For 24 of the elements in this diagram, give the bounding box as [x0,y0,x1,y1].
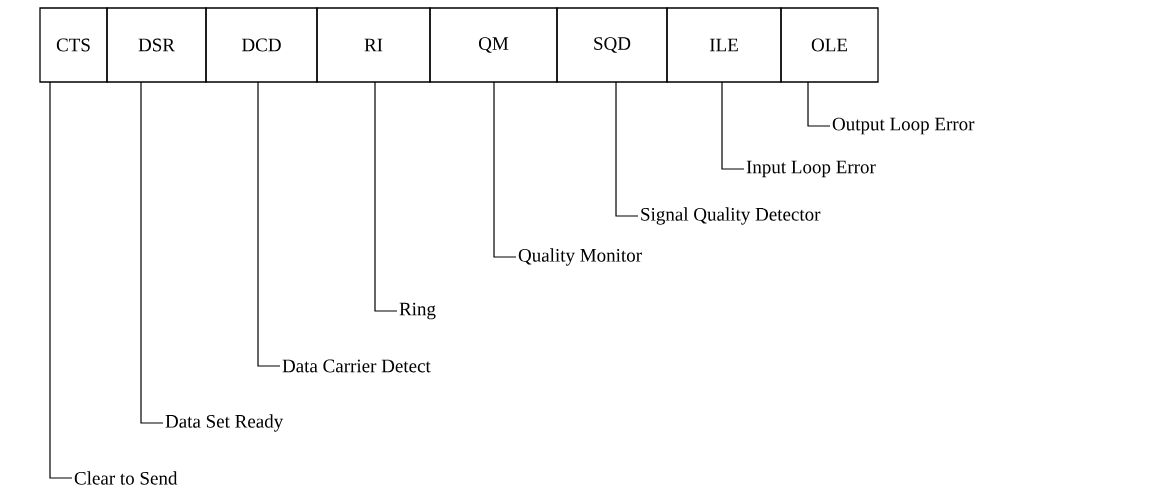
signal-label: Data Set Ready [165,414,284,432]
signal-label: Input Loop Error [746,160,876,178]
leader-line [257,81,281,367]
leader-line [49,81,73,479]
signal-label: Signal Quality Detector [641,207,821,225]
register-cell: OLE [780,7,879,83]
leader-line [615,81,639,217]
signal-label: Data Carrier Detect [282,359,431,373]
signal-label: Quality Monitor [518,248,642,266]
register-cell: RI [316,7,431,83]
leader-line [721,81,745,170]
register-cell: CTS [39,7,108,83]
register-cell: QM [429,7,558,83]
leader-line [374,81,398,312]
register-cell: SQD [556,7,668,83]
leader-line [140,81,164,424]
register-cell: DSR [106,7,207,83]
signal-label: Ring [399,302,436,320]
register-cell: DCD [205,7,318,83]
leader-line [807,81,831,127]
signal-label: Clear to Send [74,471,178,485]
register-cell: ILE [666,7,782,83]
leader-line [493,81,517,258]
signal-label: Output Loop Error [832,117,975,135]
